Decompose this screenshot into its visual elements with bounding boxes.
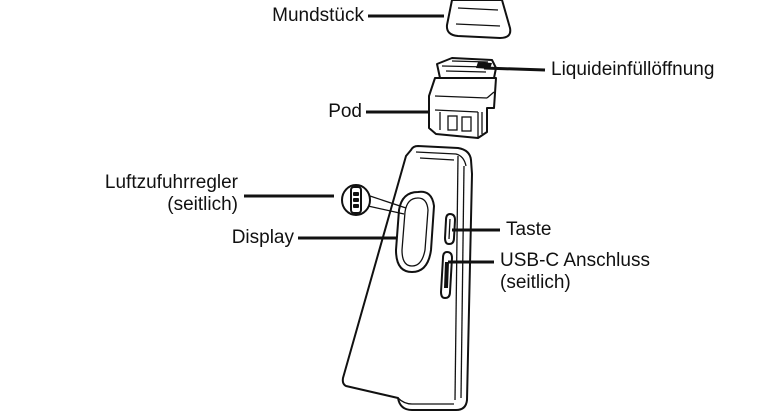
label-airflow-line1: Luftzufuhrregler (104, 172, 238, 193)
label-usb-line2: (seitlich) (500, 272, 571, 293)
mouthpiece-drawing (445, 0, 512, 39)
label-airflow-line2: (seitlich) (167, 194, 238, 215)
leader-fill-port (483, 66, 546, 72)
label-usb-c-port: USB-C Anschluss (seitlich) (500, 250, 650, 294)
airflow-regulator-callout (341, 184, 407, 216)
label-pod: Pod (328, 101, 362, 122)
label-airflow-regulator: Luftzufuhrregler (seitlich) (20, 172, 238, 216)
label-button: Taste (506, 219, 552, 240)
pod-drawing (428, 57, 497, 139)
label-mouthpiece: Mundstück (272, 5, 364, 26)
label-display: Display (231, 227, 294, 248)
label-usb-line1: USB-C Anschluss (500, 250, 650, 271)
label-fill-port: Liquideinfüllöffnung (551, 59, 715, 80)
